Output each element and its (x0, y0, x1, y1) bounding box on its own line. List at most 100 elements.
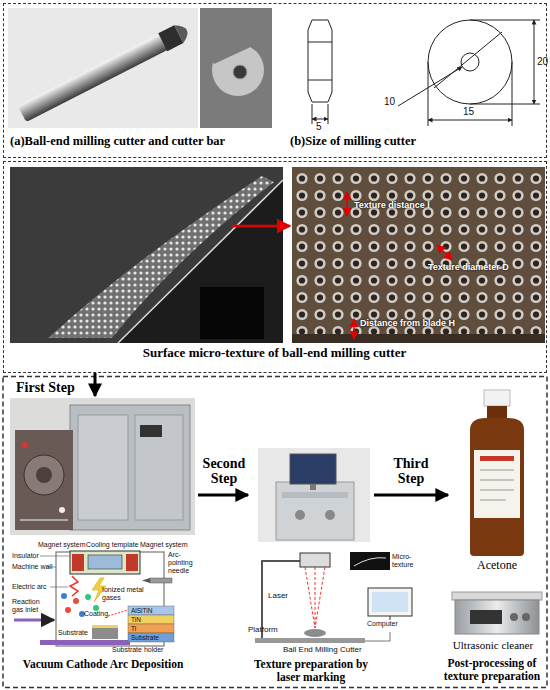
laser-marking-schematic (372, 592, 408, 612)
cutter-photo (8, 8, 198, 128)
coating-machine-photo (10, 398, 195, 535)
schematic-label: Micro-texture (392, 553, 422, 569)
front-view-drawing (428, 20, 512, 104)
acetone-bottle (470, 390, 524, 556)
arc-deposition-schematic (150, 578, 172, 583)
schematic-label: Ionized metal gases (102, 586, 156, 602)
photo-annotation: Distance from blade H (360, 318, 455, 328)
schematic-label: Electric arc (12, 583, 47, 591)
arc-deposition-schematic (128, 633, 174, 642)
laser-marking-schematic (368, 588, 412, 616)
laser-marking-schematic (255, 638, 365, 643)
laser-machine-photo (258, 448, 370, 542)
schematic-label: Computer (367, 620, 398, 628)
layer-label: TiN (131, 616, 141, 623)
arc-deposition-schematic (50, 587, 68, 588)
coating-machine-photo (70, 405, 190, 530)
front-view-drawing (398, 67, 462, 106)
laser-marking-schematic (354, 558, 386, 566)
arc-deposition-schematic (40, 556, 70, 557)
acetone-bottle (484, 390, 510, 406)
node-caption: (b)Size of milling cutter (290, 134, 540, 148)
arc-deposition-schematic (40, 640, 130, 645)
insert-photo (200, 8, 272, 128)
step-label: Second Step (198, 456, 250, 487)
layer-label: Substrate (131, 634, 159, 641)
ultrasonic-cleaner (455, 600, 539, 634)
step-arrow (374, 494, 448, 497)
arc-deposition-schematic (126, 554, 138, 571)
acetone-bottle (480, 456, 514, 461)
coating-machine-photo (10, 398, 195, 535)
ultrasonic-cleaner (452, 592, 542, 600)
node-caption: Texture preparation by laser marking (248, 658, 374, 684)
arc-deposition-schematic (128, 624, 174, 633)
dimension-value: 15 (463, 106, 474, 117)
schematic-label: Insulator (12, 552, 39, 560)
insert-photo (205, 40, 266, 64)
schematic-label: Reaction gas inlet (12, 598, 46, 614)
figure-panel: (a)Ball-end milling cutter and cutter ba… (3, 3, 547, 158)
arc-deposition-schematic (85, 594, 91, 600)
texture-closeup-photo (437, 245, 452, 260)
photo-annotation: Texture distance l (354, 200, 430, 210)
schematic-label: Magnet system (38, 541, 85, 549)
coating-machine-photo (15, 430, 73, 530)
equipment-item: Ultrasonic cleaner (441, 583, 545, 653)
side-view-drawing (308, 20, 332, 124)
acetone-bottle (480, 490, 514, 491)
texture-closeup-photo (292, 167, 545, 343)
coating-machine-photo (135, 415, 183, 520)
insert-photo (233, 65, 247, 79)
laser-marking-schematic (305, 567, 315, 628)
cutter-photo (17, 21, 191, 123)
arc-deposition-schematic (65, 607, 71, 613)
zoom-arrow (232, 225, 290, 228)
node-caption: Ultrasonic cleaner (441, 639, 545, 652)
texture-closeup-photo (292, 167, 545, 343)
front-view-drawing (470, 104, 540, 105)
schematic-label: Substrate (58, 629, 88, 637)
acetone-bottle (480, 480, 514, 481)
laser-machine-photo (282, 492, 348, 498)
ultrasonic-cleaner (510, 613, 518, 621)
coating-machine-photo (36, 467, 52, 483)
coating-machine-photo (59, 507, 65, 513)
dimension-value: 20 (537, 56, 548, 67)
laser-machine-photo (295, 510, 305, 520)
schematic-label: Magnet system (140, 541, 187, 549)
laser-marking-schematic (390, 616, 391, 620)
texture-overview-photo (118, 180, 283, 343)
coating-machine-photo (140, 425, 162, 437)
side-view-drawing (328, 104, 329, 124)
panel-frame (3, 377, 547, 688)
schematic-label: Cooling template (86, 541, 139, 549)
laser-marking-schematic (315, 567, 325, 628)
cutter-photo (8, 8, 198, 128)
node-caption: (a)Ball-end milling cutter and cutter ba… (10, 134, 295, 148)
ultrasonic-cleaner (452, 592, 542, 634)
step-arrow (94, 373, 97, 396)
front-view-drawing (512, 62, 513, 126)
front-view-drawing (428, 62, 429, 126)
coating-machine-photo (78, 415, 128, 520)
arc-deposition-schematic (72, 554, 84, 571)
laser-machine-photo (290, 454, 336, 484)
cutter-photo (174, 21, 191, 43)
arc-deposition-schematic (92, 628, 118, 639)
step-arrow (198, 494, 248, 497)
schematic-label: Coating (84, 610, 108, 618)
node-caption: Surface micro-texture of ball-end millin… (4, 346, 545, 361)
schematic-label: Ball End Milling Cutter (283, 646, 362, 655)
step-label: First Step (16, 380, 92, 395)
laser-marking-schematic (350, 552, 390, 570)
layer-label: Ti (131, 625, 136, 632)
front-view-drawing (398, 20, 540, 126)
cutter-photo (18, 28, 179, 122)
arc-deposition-schematic (128, 615, 174, 624)
arc-deposition-schematic (142, 578, 150, 583)
schematic-label: Laser (268, 592, 288, 601)
front-view-drawing (534, 20, 535, 104)
arc-deposition-schematic (14, 619, 54, 622)
